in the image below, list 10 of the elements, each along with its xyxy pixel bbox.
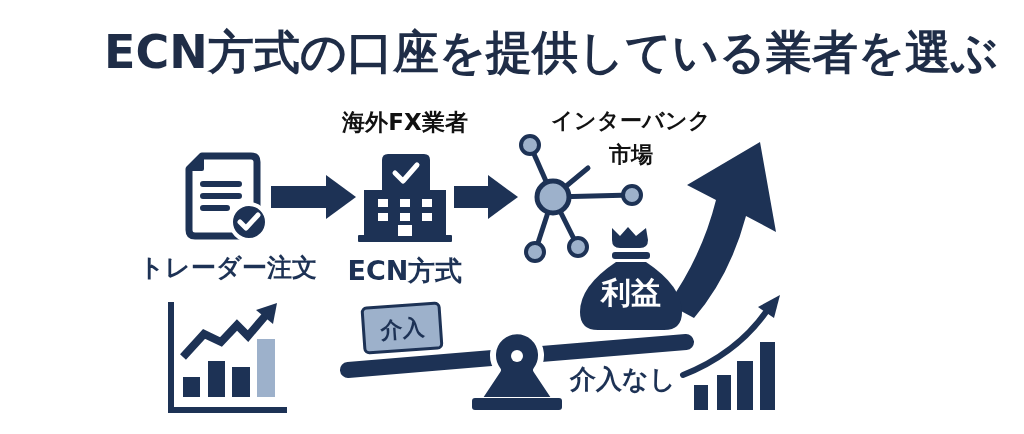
caption: 介入なし <box>570 363 676 396</box>
arrow <box>454 175 518 219</box>
node-label: ECN方式 <box>347 254 463 288</box>
title: ECN方式の口座を提供している業者を選ぶ <box>104 24 998 81</box>
node-label: インターバンク市場 <box>550 107 712 169</box>
bag-label: 利益 <box>601 274 661 312</box>
weight-block: 介入 <box>360 301 444 355</box>
arrow <box>271 175 356 219</box>
node-label: 海外FX業者 <box>342 108 468 137</box>
node-label: トレーダー注文 <box>139 252 317 284</box>
